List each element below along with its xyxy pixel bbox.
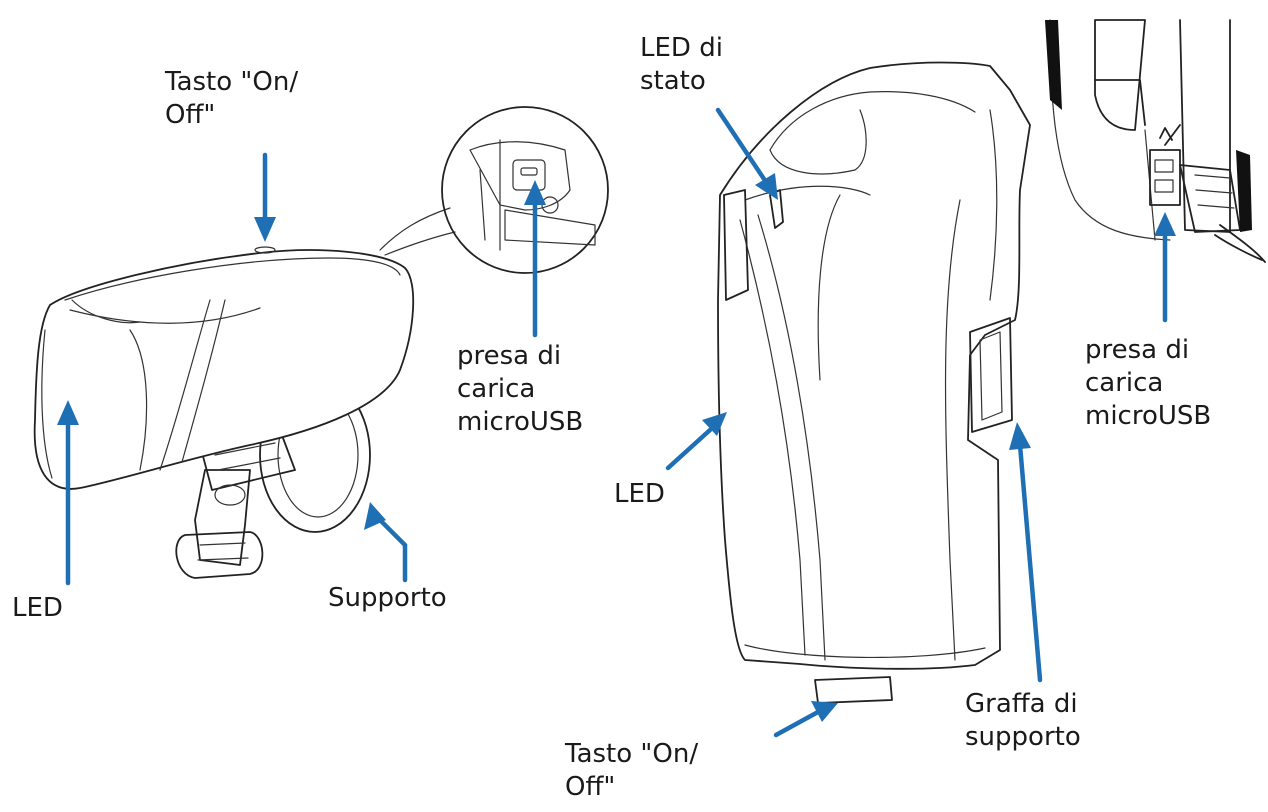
usb-port-inset (379, 106, 609, 274)
label-left-usb-port: presa di carica microUSB (457, 341, 584, 437)
label-left-led: LED (12, 593, 63, 623)
arrow-right-power-button (773, 709, 821, 738)
label-left-mount: Supporto (328, 583, 447, 613)
label-right-power-button: Tasto "On/ Off" (565, 739, 699, 802)
usb-closeup-illustration (1045, 19, 1266, 263)
callout-arrows (57, 107, 1176, 738)
arrow-right-status-led (715, 107, 769, 185)
rear-light-illustration (717, 61, 1031, 704)
label-right-status-led: LED di stato (640, 33, 723, 96)
label-right-led: LED (614, 479, 665, 509)
label-right-usb-port: presa di carica microUSB (1085, 335, 1212, 431)
front-light-illustration (33, 246, 415, 579)
arrow-left-mount (375, 515, 408, 583)
label-left-power-button: Tasto "On/ Off" (165, 67, 299, 130)
label-right-clip: Graffa di supporto (965, 689, 1081, 752)
arrow-right-clip (1017, 442, 1043, 683)
arrow-right-led (665, 427, 713, 471)
